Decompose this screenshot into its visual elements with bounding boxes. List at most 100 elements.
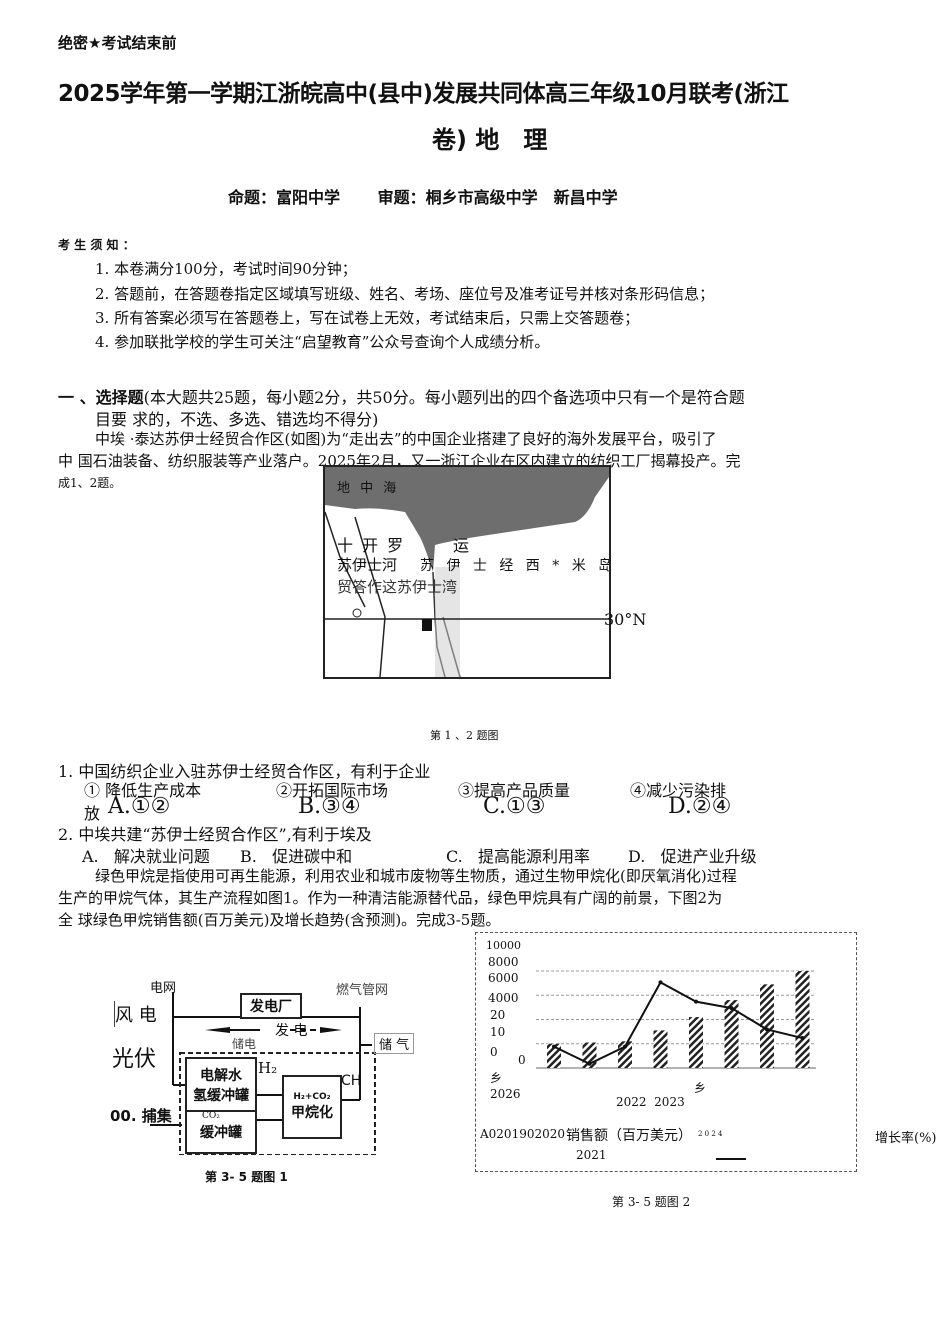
stray-glyph: 乡 bbox=[490, 1071, 503, 1085]
x-tick-garbled: A0201902020 bbox=[480, 1127, 566, 1141]
bar-2025 bbox=[760, 984, 774, 1068]
q1-stem: 1. 中国纺织企业入驻苏伊士经贸合作区，有利于企业 bbox=[58, 762, 431, 781]
q2-option-a[interactable]: A. 解决就业问题 bbox=[82, 847, 210, 866]
q1-option-d[interactable]: D.②④ bbox=[668, 794, 732, 819]
legend-growth: 增长率(%) bbox=[875, 1131, 937, 1146]
section-title: 一 、选择题 bbox=[58, 388, 144, 407]
notice-item: 2. 答题前，在答题卷指定区域填写班级、姓名、考场、座位号及准考证号并核对条形码… bbox=[95, 285, 715, 303]
section-desc: (本大题共25题，每小题2分，共50分。每小题列出的四个备选项中只有一个是符合题 bbox=[143, 388, 745, 407]
q2-option-d[interactable]: D. 促进产业升级 bbox=[628, 847, 757, 866]
stray-glyph: 乡 bbox=[694, 1081, 707, 1095]
secret-mark: 绝密★考试结束前 bbox=[58, 34, 177, 52]
y-tick: 8000 bbox=[488, 955, 519, 969]
intro-text: 成1、2题。 bbox=[58, 476, 122, 490]
notice-item: 4. 参加联批学校的学生可关注“启望教育”公众号查询个人成绩分析。 bbox=[95, 333, 550, 351]
x-tick: 2021 bbox=[576, 1148, 607, 1162]
q1-item: ④减少污染排 bbox=[630, 781, 727, 800]
y-tick: 4000 bbox=[488, 991, 519, 1005]
growth-point-2025 bbox=[765, 1027, 769, 1032]
methane-flow-diagram: 电网 燃气管网 风 电 光伏 发电厂 发 电 储电 储 气 电解水 氢缓冲罐 H… bbox=[110, 975, 430, 1155]
electrolysis-box: 电解水 氢缓冲罐 bbox=[185, 1057, 257, 1113]
bar-2024 bbox=[724, 1000, 739, 1068]
growth-point-2022 bbox=[658, 980, 663, 985]
q1-item: ③提高产品质量 bbox=[458, 781, 571, 800]
label-h2co2: H₂+CO₂ bbox=[293, 1092, 331, 1102]
map-label-cairo: 十 开 罗 bbox=[337, 536, 406, 555]
growth-point-2020 bbox=[587, 1061, 592, 1066]
y-tick: 6000 bbox=[488, 971, 519, 985]
bar-2022 bbox=[653, 1030, 668, 1068]
growth-point-2024 bbox=[729, 1006, 734, 1011]
x-tick: 2022 2023 bbox=[616, 1095, 685, 1109]
sales-chart bbox=[536, 970, 816, 1160]
q1-item: ① 降低生产成本 bbox=[84, 781, 202, 800]
growth-point-2019 bbox=[552, 1044, 556, 1049]
label-pv: 光伏 bbox=[112, 1047, 157, 1072]
y-tick: 0 bbox=[518, 1053, 526, 1067]
y2-tick: 20 bbox=[490, 1008, 506, 1022]
methanation-box: H₂+CO₂ 甲烷化 bbox=[282, 1075, 342, 1139]
label-wind: 风 电 bbox=[114, 1001, 157, 1027]
label-grid: 电网 bbox=[150, 981, 177, 996]
label-store-power: 储电 bbox=[232, 1037, 257, 1051]
x-tick: 2 0 2 4 bbox=[698, 1130, 723, 1138]
label-h2-tank: 氢缓冲罐 bbox=[193, 1088, 249, 1104]
q1-option-b[interactable]: B.③④ bbox=[298, 794, 361, 819]
label-co2: CO₂ bbox=[202, 1111, 220, 1121]
q2-stem: 2. 中埃共建“苏伊士经贸合作区”,有利于埃及 bbox=[58, 825, 372, 844]
growth-line bbox=[553, 981, 803, 1065]
label-generate: 发 电 bbox=[275, 1023, 308, 1039]
q2-option-b[interactable]: B. 促进碳中和 bbox=[240, 847, 353, 866]
figure-caption: 第 3- 5 题图 1 bbox=[205, 1170, 288, 1184]
label-methanation: 甲烷化 bbox=[291, 1105, 333, 1121]
legend-sales: 销售额（百万美元） bbox=[566, 1128, 692, 1144]
page-title-line2: 卷) 地 理 bbox=[432, 126, 548, 154]
growth-point-2023 bbox=[694, 999, 698, 1004]
bar-2026 bbox=[795, 971, 810, 1068]
sales-chart-frame: 10000 8000 6000 4000 20 10 0 0 乡 2026 乡 … bbox=[475, 932, 857, 1172]
label-gas-network: 燃气管网 bbox=[336, 983, 389, 998]
co2-tank-box: 缓冲罐 bbox=[185, 1110, 257, 1154]
bar-2023 bbox=[689, 1017, 703, 1068]
section-desc2: 目要 求的，不选、多选、错选均不得分) bbox=[95, 410, 379, 429]
y2-tick: 10 bbox=[490, 1025, 506, 1039]
power-plant-box: 发电厂 bbox=[240, 993, 302, 1019]
section-heading: 一 、选择题(本大题共25题，每小题2分，共50分。每小题列出的四个备选项中只有… bbox=[58, 384, 745, 408]
bar-2019 bbox=[547, 1043, 561, 1068]
label-capture: 00. 捕集 bbox=[110, 1107, 172, 1125]
suez-map: 地 中 海 十 开 罗 运 苏伊士河 苏 伊 士 经 西 * 米 岛 贸答作这苏… bbox=[323, 465, 611, 679]
map-label-mediterranean: 地 中 海 bbox=[337, 481, 400, 496]
intro-text: 中埃 ·泰达苏伊士经贸合作区(如图)为“走出去”的中国企业搭建了良好的海外发展平… bbox=[95, 430, 717, 448]
map-label-gulf: 贸答作这苏伊士湾 bbox=[337, 578, 458, 596]
y-tick: 10000 bbox=[486, 939, 521, 952]
notice-item: 3. 所有答案必须写在答题卷上，写在试卷上无效，考试结束后，只需上交答题卷； bbox=[95, 309, 640, 327]
notice-item: 1. 本卷满分100分，考试时间90分钟； bbox=[95, 260, 357, 278]
map-label-suez-canal: 苏伊士河 bbox=[337, 556, 398, 574]
label-co2-tank: 缓冲罐 bbox=[200, 1125, 242, 1141]
intro2-text: 全 球绿色甲烷销售额(百万美元)及增长趋势(含预测)。完成3-5题。 bbox=[58, 911, 501, 929]
q1-item-tail: 放 bbox=[84, 804, 101, 823]
label-power-plant: 发电厂 bbox=[250, 999, 292, 1015]
figure-caption: 第 3- 5 题图 2 bbox=[612, 1195, 691, 1209]
map-label-latitude: 30°N bbox=[604, 610, 647, 629]
growth-point-2021 bbox=[623, 1044, 627, 1049]
intro2-text: 绿色甲烷是指使用可再生能源，利用农业和城市废物等生物质，通过生物甲烷化(即厌氧消… bbox=[95, 867, 737, 885]
map-label-canal: 运 bbox=[453, 536, 470, 555]
label-h2: H₂ bbox=[258, 1059, 278, 1077]
q1-option-c[interactable]: C.①③ bbox=[483, 794, 546, 819]
label-electrolysis: 电解水 bbox=[200, 1068, 242, 1084]
x-tick: 2026 bbox=[490, 1087, 521, 1101]
label-ch: CH bbox=[341, 1073, 362, 1089]
authors: 命题：富阳中学 审题：桐乡市高级中学 新昌中学 bbox=[228, 188, 618, 207]
intro2-text: 生产的甲烷气体，其生产流程如图1。作为一种清洁能源替代品，绿色甲烷具有广阔的前景… bbox=[58, 889, 723, 907]
q2-option-c[interactable]: C. 提高能源利用率 bbox=[446, 847, 591, 866]
notice-heading: 考 生 须 知 ： bbox=[58, 238, 135, 252]
map-label-zone: 苏 伊 士 经 西 * 米 岛 bbox=[420, 558, 611, 574]
page-title: 2025学年第一学期江浙皖高中(县中)发展共同体高三年级10月联考(浙江 bbox=[58, 81, 789, 107]
y2-tick: 0 bbox=[490, 1045, 498, 1059]
label-store-gas: 储 气 bbox=[374, 1033, 415, 1054]
figure-caption: 第 1 、2 题图 bbox=[430, 729, 499, 742]
q1-option-a[interactable]: A.①② bbox=[108, 794, 171, 819]
growth-point-2026 bbox=[800, 1036, 805, 1041]
